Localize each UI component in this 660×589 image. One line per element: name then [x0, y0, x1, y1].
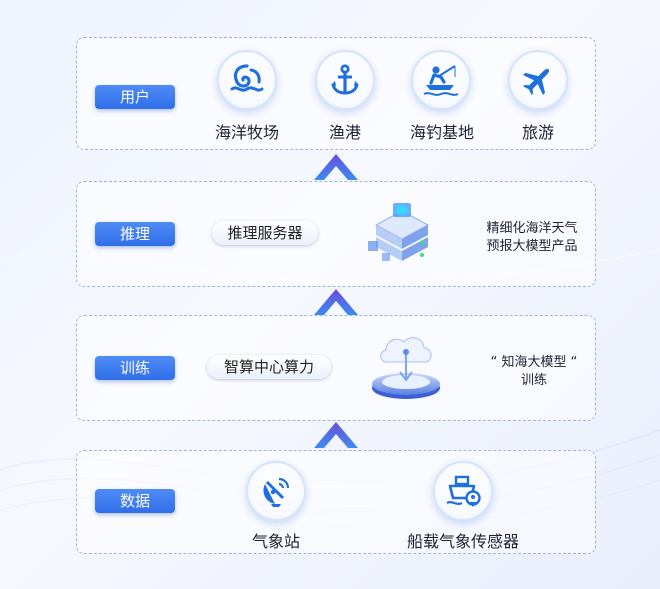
- training-note-line2: 训练: [520, 373, 547, 388]
- training-note: “ 知海大模型 “ 训练: [482, 354, 586, 390]
- up-arrow-icon: [314, 154, 358, 180]
- inference-note: 精细化海洋天气 预报大模型产品: [480, 220, 584, 256]
- fishing-icon: [411, 50, 471, 110]
- inference-note-line1: 精细化海洋天气: [486, 221, 578, 236]
- layer-data: 数据: [76, 450, 596, 554]
- anchor-icon: [315, 50, 375, 110]
- tag-data: 数据: [95, 489, 175, 513]
- airplane-icon: [508, 50, 568, 110]
- item-tourism: 旅游: [521, 123, 554, 142]
- up-arrow-icon: [314, 422, 358, 448]
- inference-server-pill: 推理服务器: [212, 221, 318, 245]
- compute-center-pill: 智算中心算力: [207, 355, 331, 379]
- item-shipborne-sensor: 船载气象传感器: [406, 532, 519, 551]
- training-note-line1: “ 知海大模型 “: [490, 355, 578, 370]
- inference-note-line2: 预报大模型产品: [486, 239, 578, 254]
- item-ocean-ranch: 海洋牧场: [214, 123, 279, 142]
- item-weather-station: 气象站: [251, 532, 300, 551]
- layer-inference: 推理: [76, 181, 596, 287]
- tag-users: 用户: [95, 85, 175, 109]
- cloud-platform-icon: [372, 337, 440, 399]
- ship-location-icon: [433, 461, 493, 521]
- tag-training: 训练: [95, 356, 175, 380]
- server-stack-icon: [368, 203, 430, 261]
- item-fishing-base: 海钓基地: [409, 123, 474, 142]
- layer-training: 训练: [76, 315, 596, 421]
- up-arrow-icon: [314, 289, 358, 315]
- ocean-ranch-icon: [217, 50, 277, 110]
- tag-inference: 推理: [95, 222, 175, 246]
- satellite-dish-icon: [246, 461, 306, 521]
- item-fishing-port: 渔港: [328, 123, 361, 142]
